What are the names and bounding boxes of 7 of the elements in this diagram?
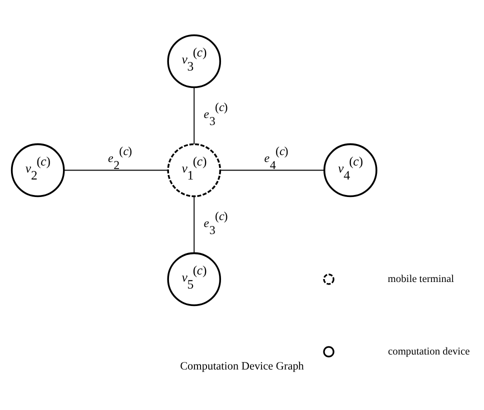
- legend-label: mobile terminal: [388, 273, 454, 284]
- caption: Computation Device Graph: [180, 360, 304, 372]
- connector: [64, 169, 168, 170]
- connector: [194, 86, 195, 144]
- connector: [194, 196, 195, 254]
- connector: [220, 169, 325, 170]
- legend-label: computation device: [388, 346, 470, 357]
